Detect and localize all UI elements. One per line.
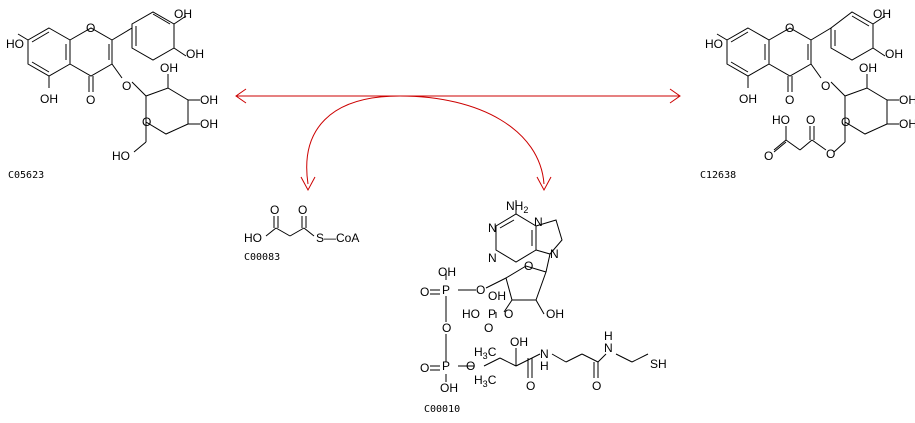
structure-c12638 — [716, 11, 899, 153]
atom-label: HO — [6, 37, 24, 51]
atom-label: O — [86, 93, 95, 107]
atom-label: OH — [899, 93, 915, 107]
atom-label: O — [821, 79, 830, 93]
atom-label: S—CoA — [316, 231, 359, 245]
atom-label: N — [604, 341, 613, 355]
atom-label: OH — [885, 47, 903, 61]
atom-label: N — [488, 221, 497, 235]
coa-arrowhead — [536, 176, 552, 192]
labels-c05623: HO OH O O OH OH O OH OH OH O HO — [6, 7, 218, 163]
structure-c05623 — [17, 11, 200, 153]
compound-id-c00083[interactable]: C00083 — [244, 252, 281, 263]
atom-label: OH — [438, 265, 456, 279]
atom-label: O — [298, 203, 307, 217]
atom-label: O — [826, 147, 835, 161]
atom-label: O — [764, 149, 773, 163]
atom-label: H3C — [474, 373, 497, 389]
atom-label: N — [488, 251, 497, 265]
right-arrowhead — [669, 88, 681, 104]
atom-label: HO — [112, 149, 130, 163]
atom-label: O — [785, 21, 794, 35]
atom-label: O — [592, 379, 601, 393]
atom-label: O — [86, 21, 95, 35]
atom-label: P — [488, 307, 496, 321]
structure-c00010 — [430, 200, 649, 382]
structure-c00083 — [265, 216, 315, 237]
atom-label: NH2 — [506, 199, 528, 215]
atom-label: O — [524, 259, 533, 273]
compound-id-c00010[interactable]: C00010 — [424, 404, 461, 415]
malonyl-arrowhead — [300, 176, 316, 192]
curve-to-coa — [399, 95, 545, 185]
atom-label: O — [122, 79, 131, 93]
atom-label: OH — [510, 335, 528, 349]
atom-label: O — [270, 203, 279, 217]
labels-c12638: HO OH O O OH OH O OH OH OH O O O HO O — [705, 7, 915, 163]
atom-label: OH — [186, 47, 204, 61]
atom-label: OH — [546, 307, 564, 321]
atom-label: HO — [772, 113, 790, 127]
atom-label: P — [442, 359, 450, 373]
labels-c00010: NH2 N N N N O OH O P O OH HO P O O OH O … — [420, 199, 667, 395]
atom-label: OH — [488, 289, 506, 303]
atom-label: OH — [873, 7, 891, 21]
atom-label: OH — [160, 61, 178, 75]
atom-label: O — [420, 285, 429, 299]
atom-label: OH — [440, 381, 458, 395]
atom-label: H — [540, 359, 549, 373]
atom-label: O — [504, 307, 513, 321]
atom-label: O — [484, 321, 493, 335]
atom-label: OH — [174, 7, 192, 21]
curve-to-malonyl-coa — [306, 95, 401, 185]
atom-label: OH — [200, 93, 218, 107]
atom-label: O — [526, 379, 535, 393]
atom-label: P — [442, 283, 450, 297]
atom-label: OH — [40, 92, 58, 106]
atom-label: H3C — [474, 345, 497, 361]
labels-c00083: HO O O S—CoA — [244, 203, 359, 245]
atom-label: H — [604, 329, 613, 343]
atom-label: OH — [859, 61, 877, 75]
atom-label: O — [476, 283, 485, 297]
atom-label: SH — [650, 357, 667, 371]
atom-label: HO — [705, 37, 723, 51]
atom-label: O — [420, 361, 429, 375]
atom-label: O — [841, 115, 850, 129]
atom-label: O — [142, 115, 151, 129]
atom-label: N — [540, 347, 549, 361]
atom-label: OH — [739, 92, 757, 106]
atom-label: N — [550, 247, 559, 261]
atom-label: O — [806, 113, 815, 127]
reaction-arrows — [235, 88, 681, 192]
atom-label: O — [442, 321, 451, 335]
atom-label: HO — [462, 307, 480, 321]
compound-id-c05623[interactable]: C05623 — [8, 170, 45, 181]
atom-label: N — [534, 215, 543, 229]
compound-id-c12638[interactable]: C12638 — [700, 170, 737, 181]
atom-label: HO — [244, 231, 262, 245]
atom-label: OH — [899, 117, 915, 131]
atom-label: O — [785, 93, 794, 107]
left-arrowhead — [235, 88, 247, 104]
atom-label: OH — [200, 117, 218, 131]
atom-label: O — [466, 359, 475, 373]
